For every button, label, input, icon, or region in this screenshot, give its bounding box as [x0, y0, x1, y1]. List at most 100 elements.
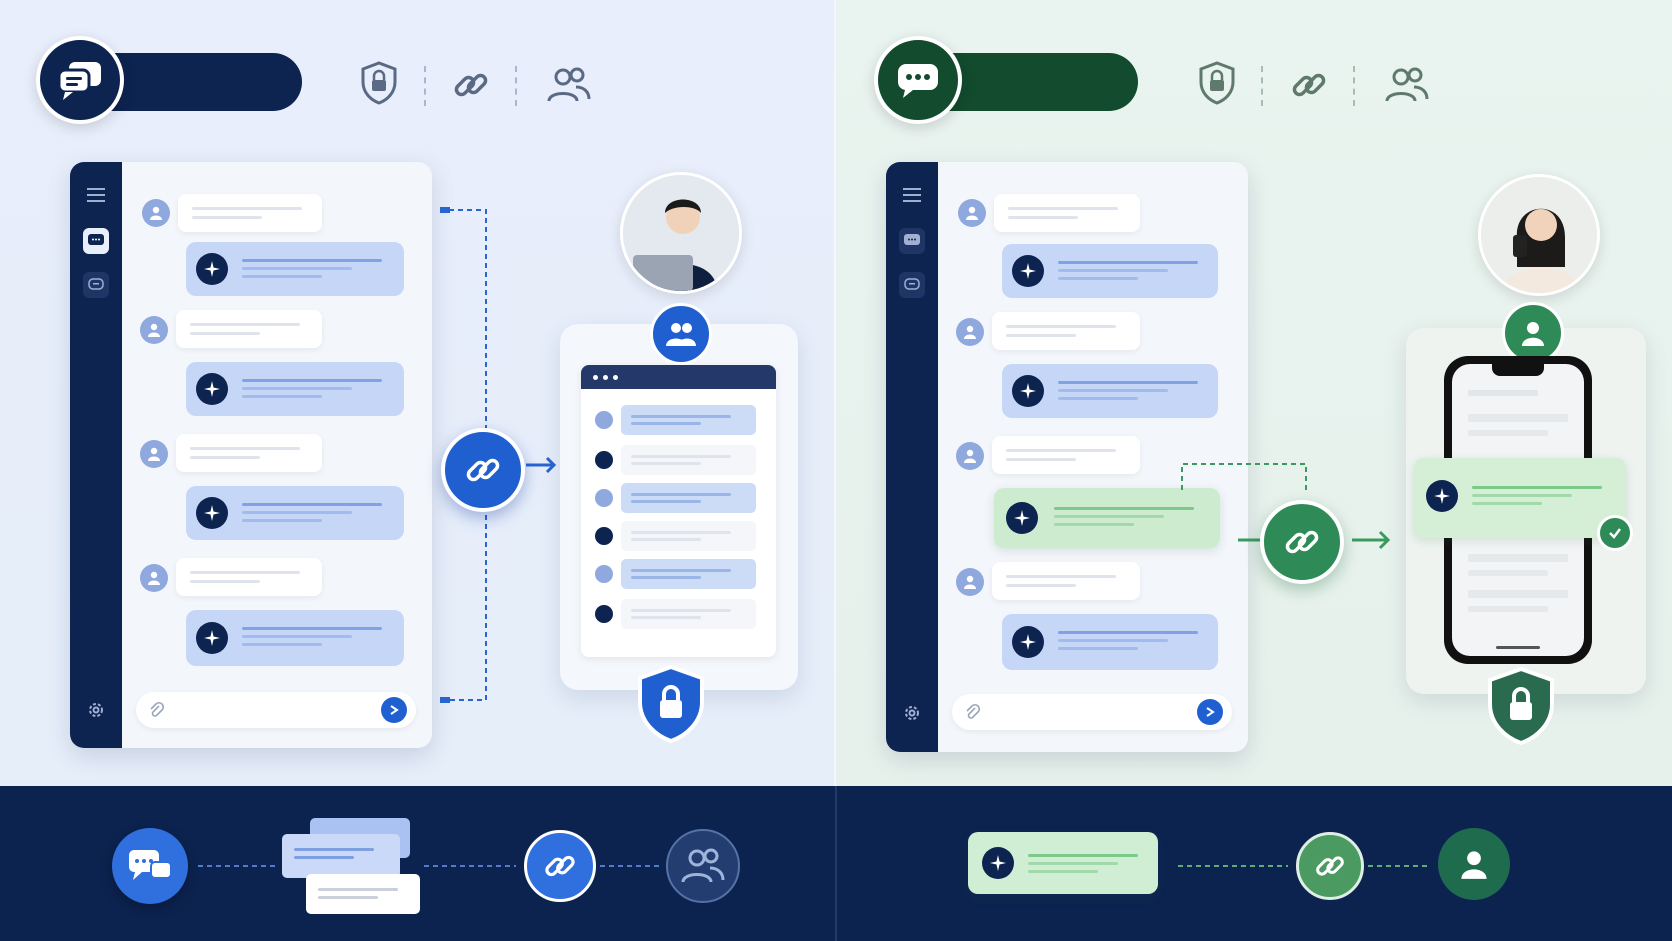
footer-connector — [1178, 865, 1288, 867]
right-chat-app — [886, 162, 1248, 752]
user-avatar — [140, 316, 168, 344]
person-badge — [1502, 302, 1564, 364]
footer-connector — [600, 865, 660, 867]
user-avatar — [140, 440, 168, 468]
ai-message — [186, 610, 404, 666]
header-separator — [515, 66, 517, 106]
ai-bot-icon — [1012, 255, 1044, 287]
group-icon — [666, 323, 696, 346]
ai-message — [1002, 614, 1218, 670]
sidebar-chat-icon[interactable] — [83, 228, 109, 254]
ai-bot-icon — [1426, 480, 1458, 512]
ai-bot-icon — [982, 847, 1014, 879]
shared-ai-row — [595, 451, 613, 469]
ai-message — [1002, 244, 1218, 298]
menu-icon[interactable] — [899, 182, 925, 208]
recipient-photo-avatar — [620, 172, 742, 294]
shared-user-row — [595, 489, 613, 507]
person-icon — [1522, 322, 1544, 346]
share-link-button[interactable] — [441, 428, 525, 512]
user-message — [992, 312, 1140, 350]
arrow-right-icon — [538, 456, 557, 474]
user-avatar — [956, 442, 984, 470]
check-badge — [1597, 515, 1633, 551]
users-icon[interactable] — [1384, 62, 1430, 108]
shared-ai-row — [595, 527, 613, 545]
ai-message — [186, 362, 404, 416]
browser-titlebar — [581, 365, 776, 389]
person-icon — [1461, 851, 1487, 879]
shared-user-row — [595, 411, 613, 429]
security-shield-icon[interactable] — [356, 60, 402, 106]
ai-message — [186, 242, 404, 296]
security-shield-icon[interactable] — [1194, 60, 1240, 106]
selected-ai-message[interactable] — [994, 488, 1220, 548]
footer-link-step — [524, 830, 596, 902]
panel-divider — [834, 0, 836, 941]
footer-person-step — [1438, 828, 1510, 900]
ai-bot-icon — [1012, 626, 1044, 658]
chat-bubbles-icon — [57, 62, 101, 100]
browser-window — [581, 365, 776, 657]
settings-gear-icon[interactable] — [83, 697, 109, 723]
attach-icon[interactable] — [148, 701, 164, 719]
share-link-button[interactable] — [1260, 500, 1344, 584]
message-input[interactable] — [136, 692, 416, 728]
ai-bot-icon — [196, 622, 228, 654]
ai-message — [186, 486, 404, 540]
attach-icon[interactable] — [964, 703, 980, 721]
shared-user-row — [595, 565, 613, 583]
user-message — [176, 558, 322, 596]
left-chat-logo — [36, 36, 124, 124]
lock-shield-badge — [636, 664, 706, 749]
link-icon — [1316, 856, 1344, 876]
user-message — [992, 436, 1140, 474]
settings-gear-icon[interactable] — [899, 700, 925, 726]
app-sidebar — [70, 162, 122, 748]
users-icon — [681, 848, 725, 883]
menu-icon[interactable] — [83, 182, 109, 208]
sidebar-message-icon[interactable] — [83, 272, 109, 298]
chat-icon — [129, 850, 172, 880]
right-chat-logo — [874, 36, 962, 124]
right-share-connector — [1181, 463, 1391, 550]
link-icon — [1285, 530, 1319, 554]
user-avatar — [956, 568, 984, 596]
footer-users-step — [666, 829, 740, 903]
link-icon — [545, 855, 575, 877]
ai-bot-icon — [196, 253, 228, 285]
user-message — [178, 194, 322, 232]
user-avatar — [956, 318, 984, 346]
lock-shield-badge — [1486, 666, 1556, 751]
footer-message-stack — [282, 814, 422, 920]
message-input[interactable] — [952, 694, 1232, 730]
user-message — [176, 310, 322, 348]
users-icon[interactable] — [546, 62, 592, 108]
user-message — [176, 434, 322, 472]
send-button[interactable] — [1197, 699, 1223, 725]
received-ai-message — [1414, 458, 1626, 538]
app-sidebar — [886, 162, 938, 752]
sidebar-message-icon[interactable] — [899, 272, 925, 298]
footer-connector — [198, 865, 278, 867]
footer-connector — [424, 865, 516, 867]
user-avatar — [958, 199, 986, 227]
shared-ai-row — [595, 605, 613, 623]
header-separator — [1353, 66, 1355, 106]
user-message — [994, 194, 1140, 232]
recipient-photo-avatar — [1478, 174, 1600, 296]
link-icon[interactable] — [1286, 62, 1332, 108]
header-separator — [1261, 66, 1263, 106]
ai-message — [1002, 364, 1218, 418]
phone-home-bar — [1496, 646, 1540, 649]
sidebar-chat-icon[interactable] — [899, 228, 925, 254]
footer-divider — [835, 786, 837, 941]
user-message — [992, 562, 1140, 600]
header-separator — [424, 66, 426, 106]
left-chat-app — [70, 162, 432, 748]
footer-link-step — [1296, 832, 1364, 900]
send-button[interactable] — [381, 697, 407, 723]
link-icon[interactable] — [448, 62, 494, 108]
chat-dots-icon — [898, 64, 938, 98]
link-icon — [466, 458, 500, 482]
